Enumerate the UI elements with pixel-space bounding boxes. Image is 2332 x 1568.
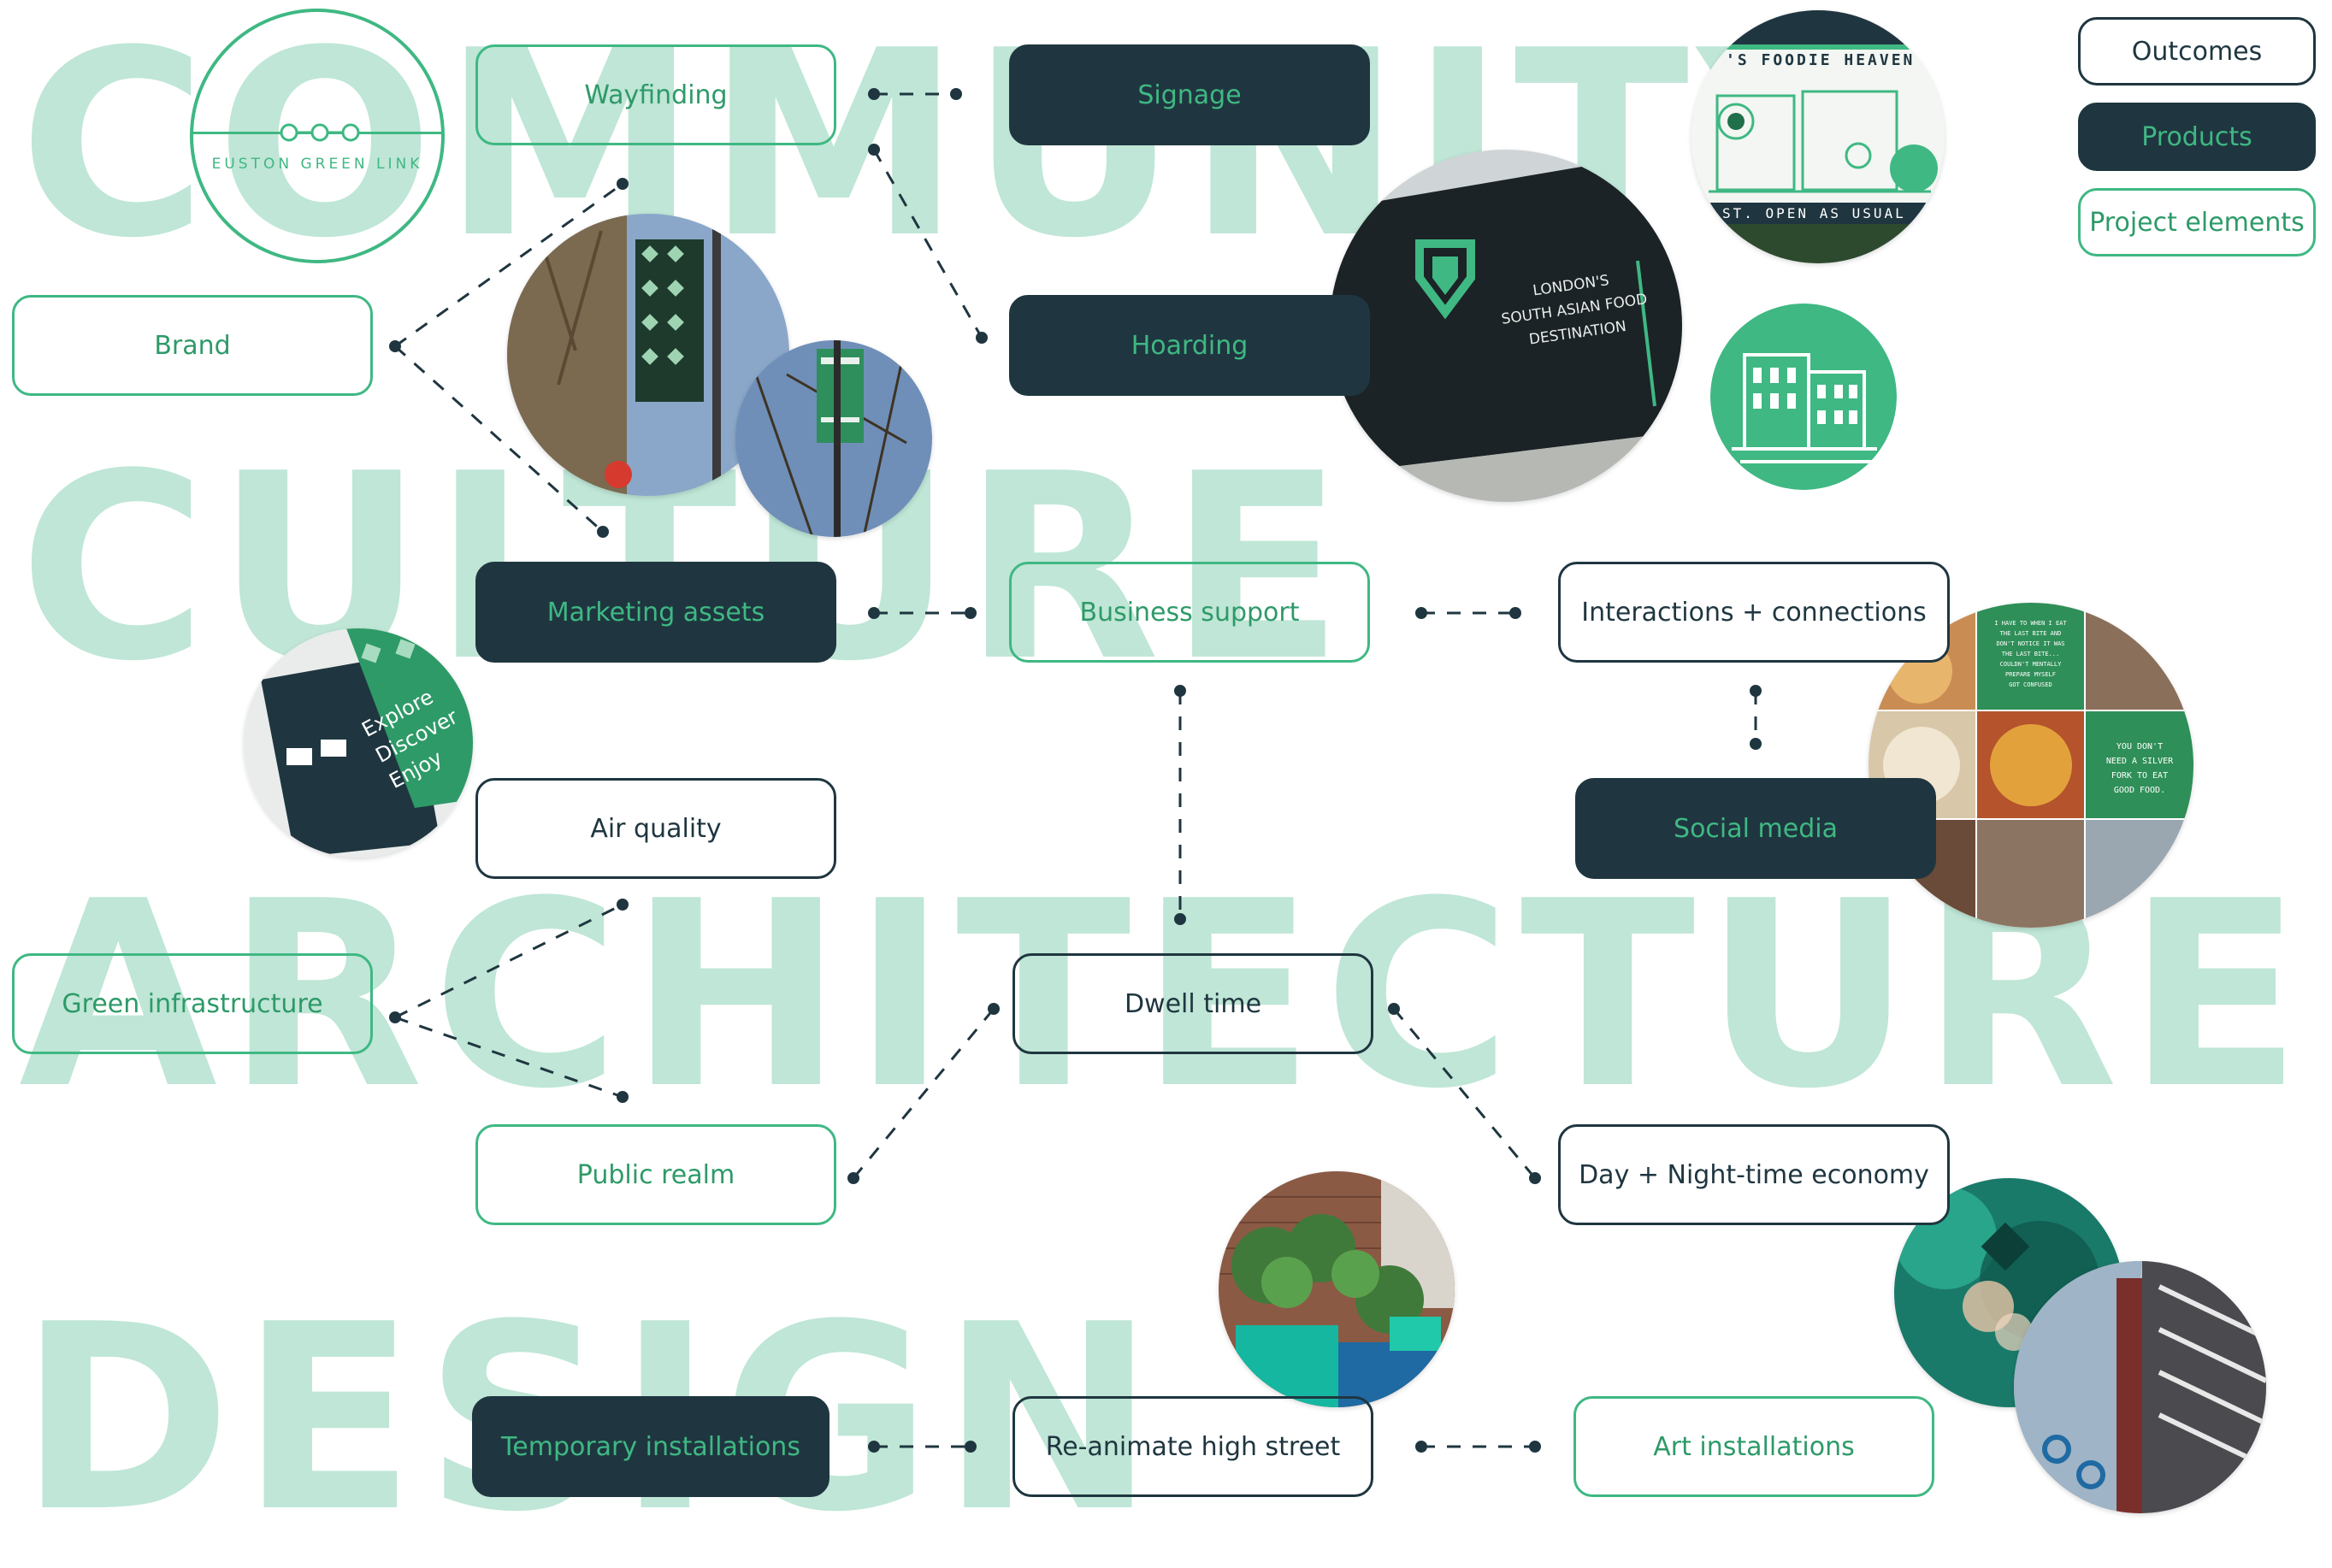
social-quote-1-line: DON'T NOTICE IT WAS: [1996, 640, 2065, 647]
connector-dot: [1174, 685, 1186, 697]
connector-dot: [976, 332, 988, 344]
legend-products: Products: [2078, 103, 2316, 171]
connector-dot: [1529, 1441, 1541, 1453]
social-quote-1-line: PREPARE MYSELF: [2004, 671, 2056, 678]
legend-outcomes: Outcomes: [2078, 17, 2316, 85]
social-quote-2: YOU DON'T NEED A SILVER FORK TO EAT GOOD…: [2089, 740, 2190, 798]
bg-word-architecture: ARCHITECTURE: [19, 846, 2311, 1145]
connector-dot: [597, 526, 609, 538]
node-interactions-connections: Interactions + connections: [1558, 562, 1950, 663]
social-quote-1-line: GOT CONFUSED: [2009, 681, 2052, 688]
node-public-realm: Public realm: [475, 1124, 836, 1225]
connector-brand-wayfinding: [394, 182, 623, 348]
social-quote-1: I HAVE TO WHEN I EAT THE LAST BITE AND D…: [1981, 618, 2080, 690]
foodie-heaven-subtitle: ST. OPEN AS USUAL: [1722, 205, 1906, 221]
node-wayfinding: Wayfinding: [475, 44, 836, 145]
node-temporary-installations: Temporary installations: [472, 1396, 829, 1497]
connector-dot: [868, 144, 880, 156]
logo-text: EUSTON GREEN LINK: [211, 156, 423, 173]
hoarding-photo: LONDON'S SOUTH ASIAN FOOD DESTINATION: [1330, 150, 1682, 502]
connector-dot: [1174, 913, 1186, 925]
connector-dot: [1750, 685, 1762, 697]
node-marketing-assets: Marketing assets: [475, 562, 836, 663]
connector-dot: [868, 607, 880, 619]
node-hoarding: Hoarding: [1009, 295, 1370, 396]
street-sign-photo: [735, 340, 932, 537]
social-quote-2-line: YOU DON'T: [2116, 742, 2164, 752]
building-illustration: [1710, 304, 1897, 490]
connector-dot: [950, 88, 962, 100]
marketing-assets-photo: Explore Discover Enjoy: [244, 628, 473, 858]
social-quote-2-line: FORK TO EAT: [2111, 771, 2169, 781]
planters-photo: [1219, 1171, 1455, 1407]
node-reanimate-high-street: Re-animate high street: [1013, 1396, 1373, 1497]
connector-dot: [617, 899, 629, 911]
node-green-infrastructure: Green infrastructure: [12, 953, 373, 1054]
foodie-heaven-photo: 'S FOODIE HEAVEN ST. OPEN AS USUAL: [1691, 10, 1945, 263]
logo-dots-icon: [280, 123, 360, 142]
social-quote-1-line: THE LAST BITE...: [2001, 651, 2060, 657]
connector-dot: [868, 1441, 880, 1453]
connector-dot: [1509, 607, 1521, 619]
connector-dot: [1415, 607, 1427, 619]
social-quote-2-line: NEED A SILVER: [2105, 757, 2174, 766]
connector-wayfinding-hoarding: [872, 149, 983, 339]
node-dwell-time: Dwell time: [1013, 953, 1373, 1054]
connector-dot: [965, 1441, 977, 1453]
connector-dot: [1415, 1441, 1427, 1453]
connector-dot: [617, 1091, 629, 1103]
social-quote-1-line: COULDN'T MENTALLY: [1999, 661, 2062, 668]
art-window-photo: [2014, 1261, 2266, 1513]
connector-green-air: [394, 903, 623, 1019]
connector-dot: [389, 340, 401, 352]
connector-brand-marketing: [394, 345, 604, 533]
node-art-installations: Art installations: [1573, 1396, 1934, 1497]
node-brand: Brand: [12, 295, 373, 396]
connector-dot: [1529, 1172, 1541, 1184]
node-air-quality: Air quality: [475, 778, 836, 879]
node-day-night-economy: Day + Night-time economy: [1558, 1124, 1950, 1225]
social-quote-1-line: I HAVE TO WHEN I EAT: [1994, 620, 2067, 627]
connector-dot: [868, 88, 880, 100]
connector-dot: [1750, 738, 1762, 750]
node-signage: Signage: [1009, 44, 1370, 145]
connector-dot: [988, 1003, 1000, 1015]
social-quote-1-line: THE LAST BITE AND: [1999, 630, 2062, 637]
legend-project-elements: Project elements: [2078, 188, 2316, 256]
foodie-heaven-title: 'S FOODIE HEAVEN: [1726, 51, 1916, 69]
euston-green-link-logo: EUSTON GREEN LINK: [190, 9, 445, 263]
social-quote-2-line: GOOD FOOD.: [2113, 786, 2166, 795]
connector-dot: [617, 178, 629, 190]
node-business-support: Business support: [1009, 562, 1370, 663]
connector-dot: [1388, 1003, 1400, 1015]
connector-public-dwell: [852, 1008, 995, 1179]
connector-dwell-daynight: [1392, 1008, 1537, 1179]
connector-dot: [965, 607, 977, 619]
node-social-media: Social media: [1575, 778, 1936, 879]
connector-green-public: [394, 1016, 623, 1099]
connector-dot: [389, 1011, 401, 1023]
connector-dot: [847, 1172, 859, 1184]
